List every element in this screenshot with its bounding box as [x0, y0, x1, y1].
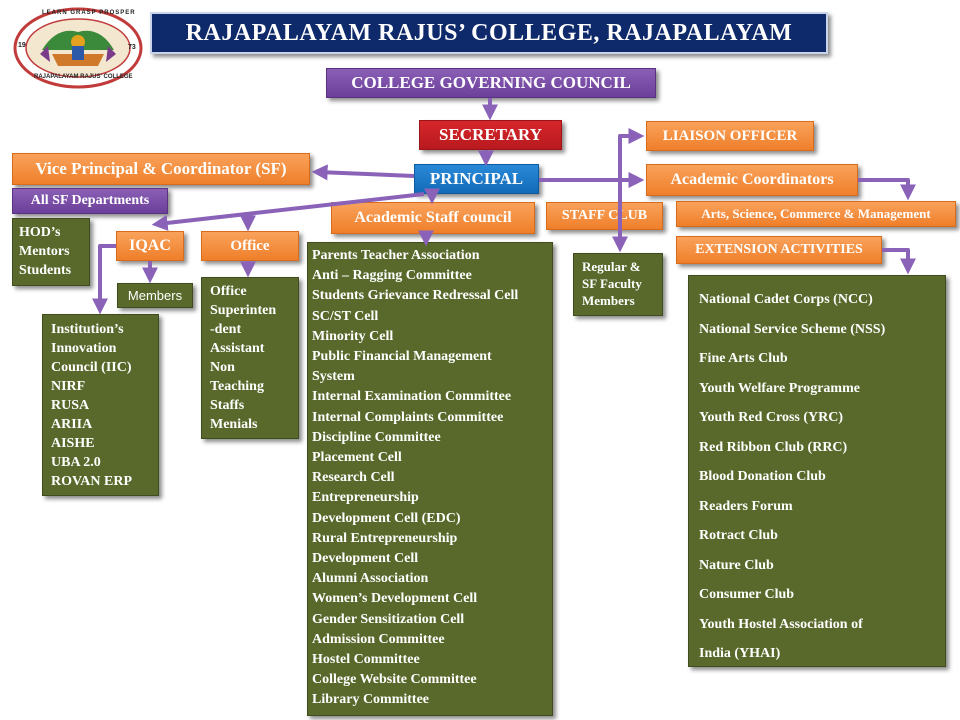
- iqac-list: Institution’s Innovation Council (IIC) N…: [51, 320, 150, 491]
- list-item: Fine Arts Club: [699, 351, 788, 366]
- college-logo: LEARN GRASP PROSPER 19 73 RAJAPALAYAM RA…: [12, 6, 144, 90]
- list-item: Nature Club: [699, 557, 774, 573]
- extension-list: National Cadet Corps (NCC) National Serv…: [699, 285, 935, 669]
- list-item: Rotract Club: [699, 528, 778, 543]
- list-item: Youth Hostel Association of: [699, 616, 863, 632]
- staff-club-box: STAFF CLUB: [546, 202, 663, 230]
- arrow-extension-list: [882, 248, 916, 275]
- list-item: Council (IIC): [51, 360, 132, 375]
- list-item: Office: [210, 284, 247, 299]
- list-item: Regular &: [582, 259, 641, 274]
- students-line: Students: [19, 263, 72, 278]
- list-item: AISHE: [51, 436, 95, 451]
- secretary-box: SECRETARY: [419, 120, 562, 150]
- list-item: UBA 2.0: [51, 455, 101, 470]
- academic-coordinators-box: Academic Coordinators: [646, 164, 858, 196]
- list-item: Superinten: [210, 303, 277, 318]
- arrow-principal-vice: [311, 164, 415, 181]
- list-item: Consumer Club: [699, 587, 795, 602]
- list-item: Youth Welfare Programme: [699, 380, 860, 396]
- list-item: Red Ribbon Club (RRC): [699, 439, 848, 455]
- office-list: Office Superinten -dent Assistant Non Te…: [210, 282, 290, 434]
- committees-box: Parents Teacher Association Anti – Raggi…: [307, 242, 553, 716]
- iqac-box: IQAC: [116, 231, 184, 261]
- list-item: Hostel Committee: [312, 652, 420, 668]
- vice-principal-box: Vice Principal & Coordinator (SF): [12, 153, 310, 185]
- list-item: Non: [210, 360, 235, 375]
- list-item: Discipline Committee: [312, 429, 441, 445]
- iqac-list-box: Institution’s Innovation Council (IIC) N…: [42, 314, 159, 496]
- arrow-coordinators-arts: [858, 178, 916, 201]
- logo-top-text: LEARN GRASP PROSPER: [42, 10, 136, 16]
- list-item: Assistant: [210, 341, 265, 356]
- arrow-iqac-list: [92, 244, 116, 315]
- list-item: Students Grievance Redressal Cell: [312, 288, 519, 304]
- logo-bottom-text: RAJAPALAYAM RAJUS' COLLEGE: [34, 74, 133, 80]
- all-sf-departments-box: All SF Departments: [12, 188, 168, 214]
- list-item: ROVAN ERP: [51, 474, 133, 489]
- list-item: Menials: [210, 417, 258, 432]
- list-item: Development Cell (EDC): [312, 510, 461, 526]
- logo-year-left: 19: [18, 42, 26, 49]
- list-item: Parents Teacher Association: [312, 248, 480, 263]
- list-item: Women’s Development Cell: [312, 591, 478, 607]
- list-item: RUSA: [51, 398, 90, 413]
- list-item: Entrepreneurship: [312, 490, 419, 506]
- list-item: NIRF: [51, 379, 86, 394]
- list-item: Innovation: [51, 341, 117, 356]
- list-item: College Website Committee: [312, 672, 477, 688]
- college-seal-icon: [13, 7, 143, 89]
- list-item: Admission Committee: [312, 631, 445, 647]
- arrow-liaison-staffclub: [618, 128, 645, 246]
- list-item: India (YHAI): [699, 646, 781, 661]
- list-item: System: [312, 369, 355, 385]
- list-item: -dent: [210, 322, 242, 337]
- list-item: Public Financial Management: [312, 349, 492, 365]
- list-item: Institution’s: [51, 322, 124, 337]
- members-box: Members: [117, 283, 193, 308]
- list-item: National Service Scheme (NSS): [699, 321, 886, 337]
- list-item: Placement Cell: [312, 450, 402, 466]
- page-title: RAJAPALAYAM RAJUS’ COLLEGE, RAJAPALAYAM: [150, 12, 828, 54]
- list-item: Research Cell: [312, 470, 395, 486]
- list-item: Development Cell: [312, 551, 419, 567]
- list-item: Teaching: [210, 379, 264, 394]
- list-item: Rural Entrepreneurship: [312, 530, 458, 546]
- hod-box: HOD’s Mentors Students: [12, 218, 90, 286]
- principal-box: PRINCIPAL: [414, 164, 539, 194]
- staff-club-members-box: Regular & SF Faculty Members: [573, 253, 663, 316]
- extension-list-box: National Cadet Corps (NCC) National Serv…: [688, 275, 946, 667]
- office-list-box: Office Superinten -dent Assistant Non Te…: [201, 277, 299, 439]
- committees-list: Parents Teacher Association Anti – Raggi…: [312, 246, 548, 711]
- governing-council-box: COLLEGE GOVERNING COUNCIL: [326, 68, 656, 98]
- list-item: Internal Complaints Committee: [312, 409, 504, 425]
- list-item: Youth Red Cross (YRC): [699, 410, 844, 425]
- list-item: Blood Donation Club: [699, 469, 826, 484]
- arts-science-commerce-box: Arts, Science, Commerce & Management: [676, 201, 956, 227]
- hod-line: HOD’s: [19, 225, 61, 240]
- list-item: ARIIA: [51, 417, 93, 432]
- list-item: Staffs: [210, 398, 245, 413]
- list-item: National Cadet Corps (NCC): [699, 292, 873, 307]
- mentors-line: Mentors: [19, 244, 70, 259]
- arrow-principal-sf: [151, 192, 425, 231]
- list-item: Readers Forum: [699, 498, 793, 514]
- list-item: Gender Sensitization Cell: [312, 611, 465, 627]
- office-box: Office: [201, 231, 299, 261]
- list-item: SC/ST Cell: [312, 308, 379, 324]
- list-item: Members: [582, 293, 635, 308]
- list-item: Minority Cell: [312, 328, 394, 344]
- logo-year-right: 73: [128, 44, 136, 51]
- list-item: Anti – Ragging Committee: [312, 268, 472, 284]
- liaison-officer-box: LIAISON OFFICER: [646, 121, 814, 151]
- list-item: Internal Examination Committee: [312, 389, 512, 405]
- extension-activities-box: EXTENSION ACTIVITIES: [676, 236, 882, 264]
- list-item: Alumni Association: [312, 571, 429, 587]
- list-item: Library Committee: [312, 692, 430, 708]
- list-item: SF Faculty: [582, 276, 642, 291]
